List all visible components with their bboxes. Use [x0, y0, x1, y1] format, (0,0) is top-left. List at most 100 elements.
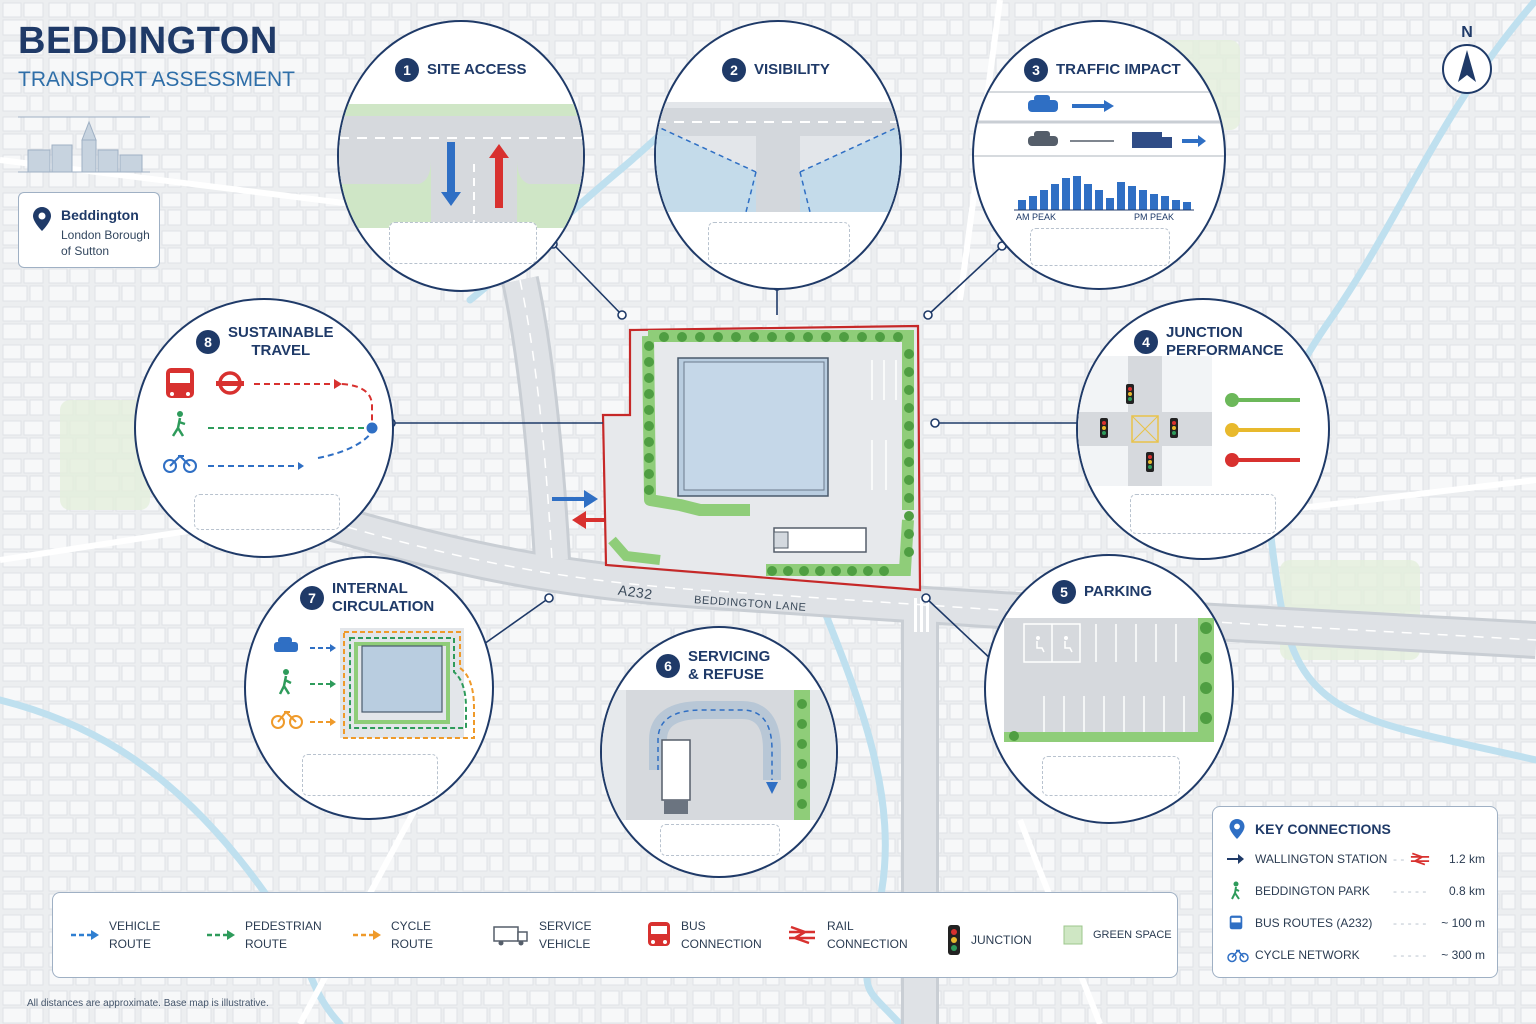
tree-icon — [904, 367, 914, 377]
panel-number: 5 — [1052, 580, 1076, 604]
tree-icon — [904, 385, 914, 395]
panel-traffic-impact[interactable]: 3 TRAFFIC IMPACT AM PEAK PM PEAK — [972, 20, 1226, 290]
key-row-bus-routes[interactable]: BUS ROUTES (A232) - - - - - ~ 100 m — [1227, 913, 1485, 933]
notes-placeholder — [1030, 228, 1170, 266]
tree-icon — [904, 511, 914, 521]
service-truck-icon — [493, 926, 528, 946]
pedestrian-icon — [278, 669, 292, 695]
tree-icon — [904, 529, 914, 539]
panel-title: PARKING — [1084, 583, 1153, 600]
location-name: Beddington — [61, 207, 139, 223]
tree-icon — [644, 453, 654, 463]
histogram-bar — [1106, 198, 1114, 210]
location-line-1: London Borough — [61, 228, 150, 242]
notes-placeholder — [194, 494, 340, 530]
histogram-bar — [1161, 196, 1169, 210]
tree-icon — [644, 357, 654, 367]
car-icon — [1028, 131, 1058, 146]
car-icon — [1028, 95, 1058, 112]
tree-icon — [904, 493, 914, 503]
panel-servicing-refuse[interactable]: 6 SERVICING& REFUSE — [600, 626, 838, 878]
notes-placeholder — [302, 754, 438, 796]
pedestrian-icon — [171, 411, 186, 437]
tree-icon — [644, 469, 654, 479]
tree-icon — [893, 332, 903, 342]
histogram-bar — [1062, 178, 1070, 210]
arrow-icon — [1227, 854, 1244, 864]
histogram-bar — [1128, 186, 1136, 210]
location-card: Beddington London Borough of Sutton — [18, 192, 160, 268]
bus-icon — [166, 368, 194, 398]
tree-icon — [904, 475, 914, 485]
panel-number: 3 — [1024, 58, 1048, 82]
traffic-flow-illustration — [974, 91, 1224, 157]
notes-placeholder — [1130, 494, 1276, 534]
traffic-light-icon — [1170, 418, 1178, 438]
bicycle-icon — [1227, 949, 1249, 963]
traffic-histogram — [1014, 176, 1194, 211]
panel-site-access[interactable]: 1 SITE ACCESS — [337, 20, 585, 292]
bus-icon — [1229, 915, 1243, 930]
histogram-bar — [1117, 182, 1125, 210]
traffic-light-icon — [948, 925, 960, 955]
accessible-bay-icon — [1036, 636, 1045, 653]
histogram-bar — [1018, 200, 1026, 210]
pm-peak-label: PM PEAK — [1134, 212, 1175, 222]
rail-icon — [789, 925, 815, 945]
tree-icon — [904, 421, 914, 431]
cycle-route-arrow-icon — [353, 930, 381, 940]
tree-icon — [644, 373, 654, 383]
pedestrian-icon — [1231, 881, 1240, 900]
histogram-bar — [1040, 190, 1048, 210]
tree-icon — [644, 485, 654, 495]
panel-title-line-1: INTERNAL — [332, 580, 408, 597]
tree-icon — [821, 332, 831, 342]
tree-icon — [644, 341, 654, 351]
location-pin-icon — [1229, 819, 1245, 839]
panel-number: 7 — [300, 586, 324, 610]
panel-number: 4 — [1134, 330, 1158, 354]
notes-placeholder — [1042, 756, 1180, 796]
key-row-cycle-network[interactable]: CYCLE NETWORK - - - - - ~ 300 m — [1227, 945, 1485, 965]
panel-title-line-2: & REFUSE — [688, 666, 764, 683]
bicycle-icon — [163, 454, 197, 473]
page-subtitle: TRANSPORT ASSESSMENT — [18, 68, 295, 91]
notes-placeholder — [660, 824, 780, 856]
panel-parking[interactable]: 5 PARKING — [984, 554, 1234, 824]
tree-icon — [767, 566, 777, 576]
car-icon — [274, 637, 298, 652]
tree-icon — [644, 437, 654, 447]
tree-icon — [904, 457, 914, 467]
underground-roundel-icon — [216, 371, 244, 395]
traffic-light-icon — [1126, 384, 1134, 404]
north-arrow: N — [1440, 24, 1494, 101]
notes-placeholder — [389, 222, 537, 264]
tree-icon — [785, 332, 795, 342]
bicycle-icon — [271, 710, 303, 729]
tree-icon — [767, 332, 777, 342]
refuse-truck-icon — [661, 739, 691, 814]
panel-title: VISIBILITY — [754, 61, 830, 78]
tree-icon — [749, 332, 759, 342]
page-title: BEDDINGTON — [18, 20, 278, 62]
histogram-bar — [1150, 194, 1158, 210]
truck-icon — [1132, 132, 1172, 148]
circulation-illustration — [271, 628, 475, 739]
key-row-beddington-park[interactable]: BEDDINGTON PARK - - - - - 0.8 km — [1227, 881, 1485, 901]
key-row-wallington-station[interactable]: WALLINGTON STATION - - 1.2 km — [1227, 849, 1485, 869]
sustainable-travel-illustration — [163, 368, 378, 473]
site-access-illustration — [339, 104, 583, 228]
traffic-light-icon — [1146, 452, 1154, 472]
legend-green-space: GREEN SPACE — [1063, 925, 1172, 945]
panel-visibility[interactable]: 2 VISIBILITY — [654, 20, 902, 290]
location-pin-icon — [33, 207, 51, 231]
histogram-bar — [1084, 184, 1092, 210]
visibility-splay-illustration — [656, 102, 900, 212]
histogram-bar — [1139, 190, 1147, 210]
